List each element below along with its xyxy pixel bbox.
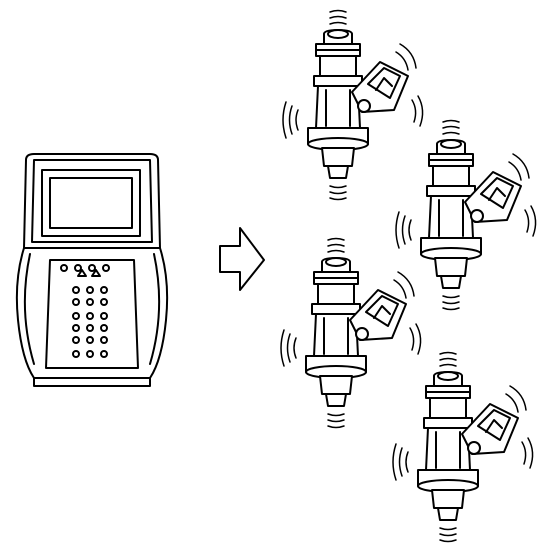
- fuel-injector-icon: [282, 9, 424, 201]
- fuel-injector-icon: [395, 119, 537, 311]
- right-arrow-icon: [219, 227, 265, 291]
- scan-tool-icon: [15, 153, 169, 387]
- fuel-injector-icon: [280, 237, 422, 429]
- fuel-injector-icon: [392, 351, 534, 543]
